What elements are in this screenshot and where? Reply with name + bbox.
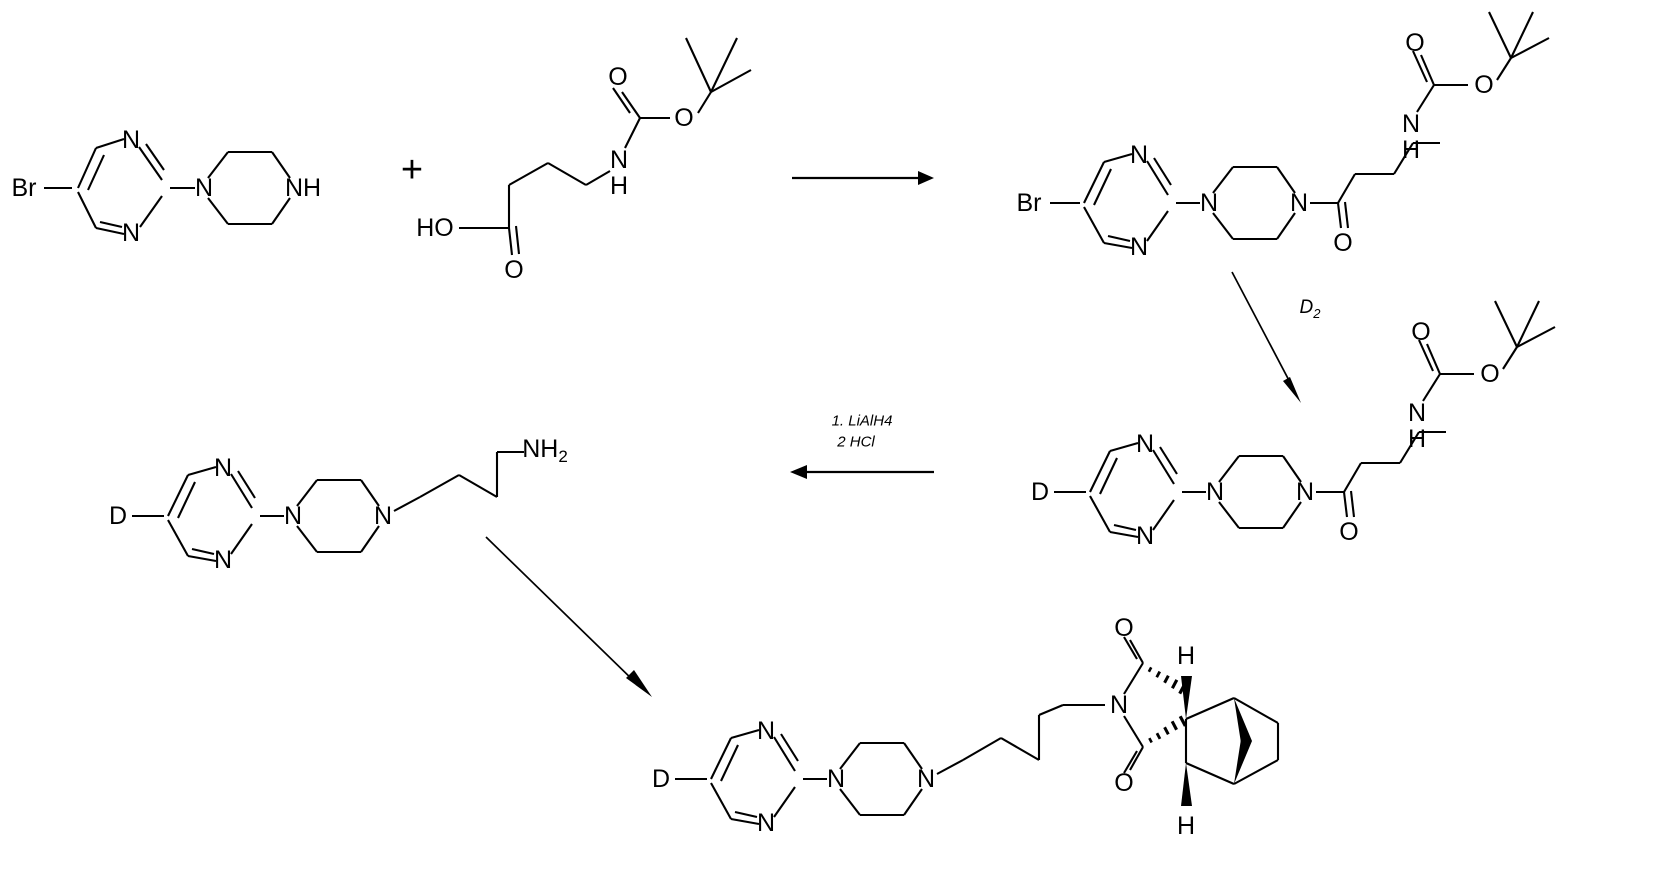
atom-label-h: H	[1177, 642, 1195, 670]
atom-label-o: O	[1114, 614, 1133, 642]
plus-operator: +	[401, 149, 423, 191]
atom-label-n: N	[610, 146, 628, 174]
pyrimidine-ring	[167, 465, 256, 563]
atom-label-n: N	[757, 809, 775, 837]
atom-label-o: O	[1333, 229, 1352, 257]
atom-label-n: N	[214, 454, 232, 482]
structure-boc-amide-bromo: N N Br N N O N H	[1017, 11, 1550, 261]
atom-label-o: O	[1474, 71, 1493, 99]
atom-label-nh2: NH2	[522, 435, 568, 466]
atom-label-n: N	[195, 174, 213, 202]
atom-label-n: N	[1136, 522, 1154, 550]
atom-label-n: N	[1408, 399, 1426, 427]
arrow-imide-formation	[485, 536, 652, 697]
atom-label-n: N	[1296, 478, 1314, 506]
atom-label-ho: HO	[416, 214, 454, 242]
piperazine-ring	[839, 741, 923, 817]
structure-final-imide: N N D N N N O O	[652, 614, 1280, 840]
piperazine-ring	[1212, 165, 1296, 241]
piperazine-ring	[1218, 454, 1302, 530]
pyrimidine-ring	[77, 138, 165, 236]
atom-label-n: N	[1130, 233, 1148, 261]
atom-label-n: N	[1402, 110, 1420, 138]
atom-label-n: N	[757, 717, 775, 745]
atom-label-n: N	[1110, 691, 1128, 719]
atom-label-o: O	[1480, 360, 1499, 388]
pyrimidine-ring	[1083, 152, 1172, 250]
condition-label-hcl: 2 HCl	[836, 434, 875, 451]
atom-label-o: O	[1405, 29, 1424, 57]
condition-label-litalh4: 1. LiAlH4	[832, 413, 893, 430]
atom-label-nh: NH	[285, 174, 321, 202]
atom-label-o: O	[608, 63, 627, 91]
atom-label-n: N	[122, 126, 140, 154]
condition-label-d2: D2	[1300, 297, 1322, 321]
atom-label-n: N	[917, 765, 935, 793]
arrow-amide-coupling	[792, 171, 934, 185]
hashed-bond-top	[1147, 666, 1187, 695]
atom-label-h: H	[1177, 812, 1195, 840]
atom-label-br: Br	[1017, 189, 1042, 217]
atom-label-o: O	[1114, 769, 1133, 797]
structure-boc-aminobutanoic-acid: HO O N H O O	[416, 37, 752, 284]
atom-label-h: H	[610, 172, 628, 200]
atom-label-o: O	[504, 256, 523, 284]
atom-label-n: N	[827, 765, 845, 793]
atom-label-d: D	[1031, 478, 1049, 506]
structure-bromopyrimidinyl-piperazine: N N Br N NH	[12, 126, 322, 247]
atom-label-n: N	[214, 546, 232, 574]
atom-label-d: D	[109, 502, 127, 530]
atom-label-n: N	[1200, 189, 1218, 217]
structure-primary-amine: N N D N N NH2	[109, 435, 568, 574]
arrow-deuteration: D2	[1231, 271, 1322, 403]
atom-label-n: N	[1290, 189, 1308, 217]
piperazine-ring	[296, 478, 380, 554]
atom-label-d: D	[652, 765, 670, 793]
atom-label-br: Br	[12, 174, 37, 202]
atom-label-n: N	[1206, 478, 1224, 506]
atom-label-o: O	[674, 104, 693, 132]
atom-label-n: N	[374, 502, 392, 530]
atom-label-o: O	[1411, 318, 1430, 346]
atom-label-n: N	[122, 219, 140, 247]
atom-label-n: N	[1136, 430, 1154, 458]
pyrimidine-ring	[1089, 441, 1178, 539]
atom-label-h: H	[1402, 136, 1420, 164]
atom-label-n: N	[1130, 141, 1148, 169]
atom-label-h: H	[1408, 425, 1426, 453]
atom-label-n: N	[284, 502, 302, 530]
structure-boc-amide-deuterated: N N D N N O N H O	[1031, 300, 1556, 550]
pyrimidine-ring	[710, 728, 799, 826]
hashed-bond-bottom	[1148, 715, 1187, 744]
piperazine-ring	[207, 150, 291, 226]
arrow-reduction: 1. LiAlH4 2 HCl	[790, 413, 934, 479]
atom-label-o: O	[1339, 518, 1358, 546]
